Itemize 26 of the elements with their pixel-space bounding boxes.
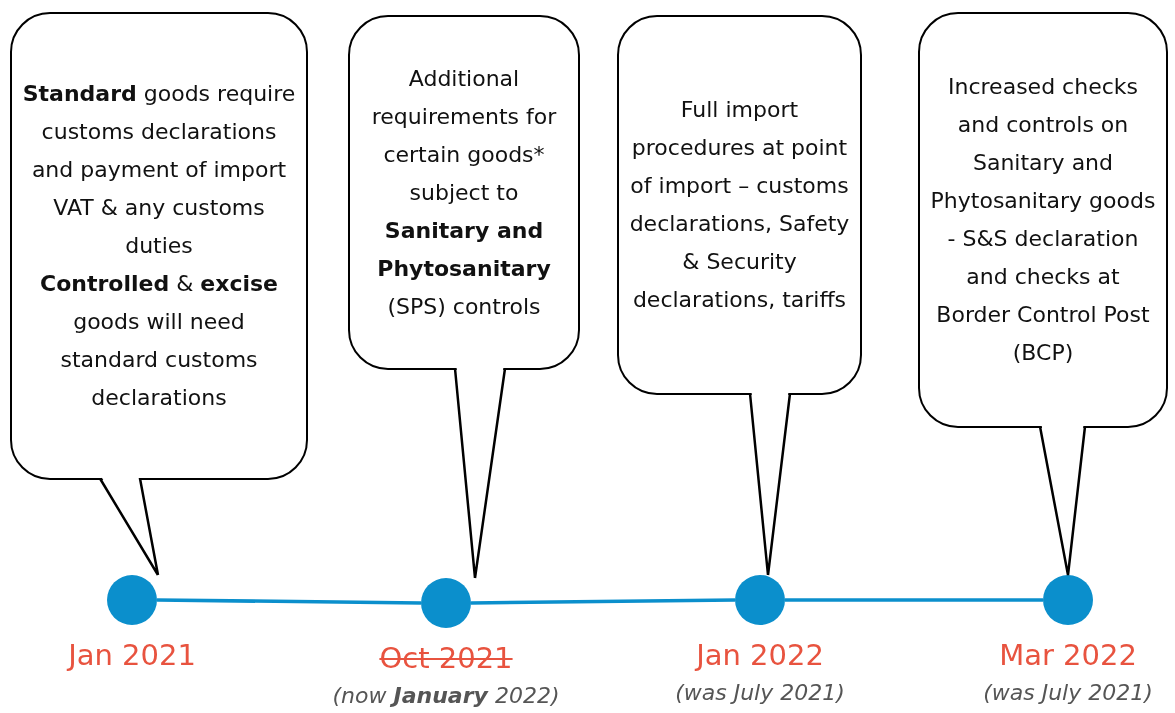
date-label: Jan 2022 xyxy=(693,638,825,672)
speech-bubble xyxy=(918,12,1168,428)
date-note: (now January 2022) xyxy=(331,683,561,708)
callout-text: Full import procedures at point of import – customs declarations, Safety & Security declarations, tariffs xyxy=(629,96,850,314)
speech-bubble xyxy=(617,15,862,395)
date-label: Mar 2022 xyxy=(998,638,1138,672)
date-note: (was July 2021) xyxy=(674,680,846,705)
timeline-dot xyxy=(421,578,471,628)
date-label: Jan 2021 xyxy=(65,638,197,672)
callout-text: Increased checks and controls on Sanitary and Phytosanitary goods - S&S declaration and checks at Border Control Post (BCP) xyxy=(930,73,1156,367)
callout-pointer xyxy=(98,477,160,577)
timeline-line xyxy=(157,598,421,605)
speech-bubble xyxy=(348,15,580,370)
timeline-dot xyxy=(735,575,785,625)
callout-text: Controlled & excise goods will need standard customs declarations xyxy=(39,270,279,412)
timeline-line xyxy=(785,598,1043,602)
callout-text: Additional requirements for certain goods* subject to Sanitary and Phytosanitary (SPS) controls xyxy=(370,64,558,321)
date-note: (was July 2021) xyxy=(982,680,1154,705)
speech-bubble xyxy=(10,12,308,480)
timeline-line xyxy=(471,598,735,605)
timeline-dot xyxy=(107,575,157,625)
date-label: Oct 2021 xyxy=(378,641,514,675)
callout-pointer xyxy=(1038,425,1087,577)
timeline-dot xyxy=(1043,575,1093,625)
callout-pointer xyxy=(748,392,792,577)
callout-pointer xyxy=(453,367,507,580)
